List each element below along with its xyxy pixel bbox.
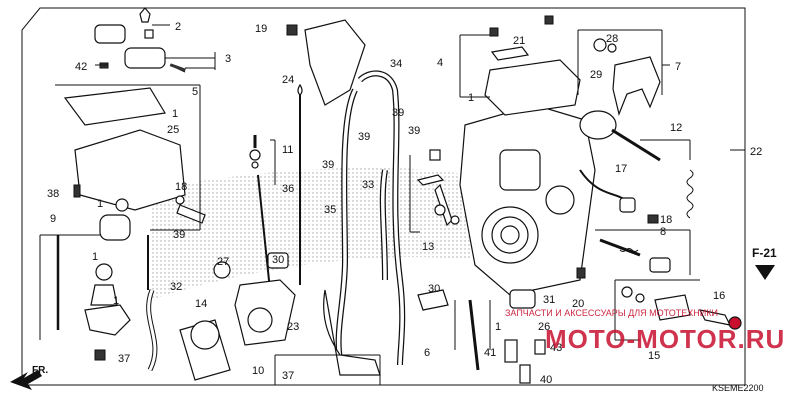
callout-23: 23 <box>287 321 299 333</box>
callout-10: 10 <box>252 365 264 377</box>
callout-39c: 39 <box>392 107 404 119</box>
callout-30a: 30 <box>272 254 284 266</box>
needle-jet-group <box>39 234 158 372</box>
front-label: FR. <box>32 365 48 376</box>
callout-labels: 2 3 42 5 1 25 18 38 1 39 9 1 1 32 37 14 … <box>47 21 762 386</box>
cover-24-part <box>304 19 366 106</box>
cap-part <box>94 24 126 44</box>
callout-43: 43 <box>550 342 562 354</box>
callout-26: 26 <box>538 321 550 333</box>
callout-4: 4 <box>437 57 443 69</box>
callout-12: 12 <box>670 122 682 134</box>
callout-41: 41 <box>484 347 496 359</box>
diagram-frame <box>21 7 746 386</box>
diagram-code: KSEME2200 <box>712 383 764 393</box>
callout-39e: 39 <box>408 125 420 137</box>
idle-screw-group <box>599 238 671 273</box>
float-body-part <box>74 129 186 211</box>
callout-37b: 37 <box>282 370 294 382</box>
jet-part <box>99 214 131 241</box>
connector-group <box>579 169 659 224</box>
callout-39d: 39 <box>358 131 370 143</box>
callout-15: 15 <box>648 350 660 362</box>
clip-part <box>144 29 154 39</box>
callout-13: 13 <box>422 241 434 253</box>
leader-lines <box>55 24 745 385</box>
cover-part <box>124 47 166 69</box>
callout-18: 18 <box>175 181 187 193</box>
fuel-screw-group <box>621 286 742 330</box>
callout-16: 16 <box>713 290 725 302</box>
callout-32: 32 <box>170 281 182 293</box>
callout-38: 38 <box>47 188 59 200</box>
jets-group <box>417 267 586 384</box>
callout-31: 31 <box>543 294 555 306</box>
callout-1a: 1 <box>172 108 178 120</box>
bracket-group <box>593 38 661 116</box>
callout-22: 22 <box>750 146 762 158</box>
hose-group <box>286 19 406 376</box>
callout-14: 14 <box>195 298 207 310</box>
callout-24: 24 <box>282 74 294 86</box>
callout-1d: 1 <box>113 295 119 307</box>
callout-9: 9 <box>50 213 56 225</box>
callout-36: 36 <box>282 183 294 195</box>
base-part <box>84 304 131 336</box>
callout-35: 35 <box>324 204 336 216</box>
callout-11: 11 <box>282 144 293 156</box>
carburetor-body <box>459 104 596 296</box>
callout-8: 8 <box>660 226 666 238</box>
callout-34: 34 <box>390 58 402 70</box>
callout-39b: 39 <box>322 159 334 171</box>
callout-1b: 1 <box>97 198 103 210</box>
top-cover-part <box>484 59 581 116</box>
callout-1f: 1 <box>468 92 474 104</box>
callout-30b: 30 <box>428 283 440 295</box>
callout-20: 20 <box>572 298 584 310</box>
callout-25: 25 <box>167 124 179 136</box>
callout-39a: 39 <box>173 229 185 241</box>
callout-27: 27 <box>217 256 229 268</box>
sensor-group <box>579 110 694 219</box>
throttle-group <box>179 83 303 381</box>
callout-37a: 37 <box>118 353 130 365</box>
bolt-part <box>139 7 151 23</box>
callout-6: 6 <box>424 347 430 359</box>
callout-33: 33 <box>362 179 374 191</box>
watermark-logo: MOTO-MOTOR.RU <box>545 324 785 354</box>
callout-19: 19 <box>255 23 267 35</box>
callout-29: 29 <box>590 69 602 81</box>
carb-body-part <box>459 104 596 296</box>
callout-40: 40 <box>540 374 552 386</box>
top-cover-group <box>484 15 581 116</box>
callout-28: 28 <box>606 33 618 45</box>
callout-18b: 18 <box>660 214 672 226</box>
callout-42: 42 <box>75 61 87 73</box>
gasket-part <box>63 87 166 126</box>
float-chamber-group <box>63 7 206 241</box>
callout-5: 5 <box>192 86 198 98</box>
front-arrow-icon <box>10 370 42 390</box>
callout-17: 17 <box>615 163 627 175</box>
bracket-part <box>612 56 661 116</box>
callout-21: 21 <box>513 35 525 47</box>
watermark-text: ЗАПЧАСТИ И АКСЕССУАРЫ ДЛЯ МОТОТЕХНИКИ <box>505 308 718 318</box>
background-stipple <box>150 167 470 300</box>
callout-2: 2 <box>175 21 181 33</box>
linkage-group <box>416 149 460 227</box>
callout-1c: 1 <box>92 251 98 263</box>
callout-1e: 1 <box>495 321 501 333</box>
callout-7: 7 <box>675 61 681 73</box>
callout-3: 3 <box>225 53 231 65</box>
screw-part <box>176 204 206 224</box>
reference-label: F-21 <box>752 246 777 260</box>
reference-arrow-icon <box>755 265 775 280</box>
